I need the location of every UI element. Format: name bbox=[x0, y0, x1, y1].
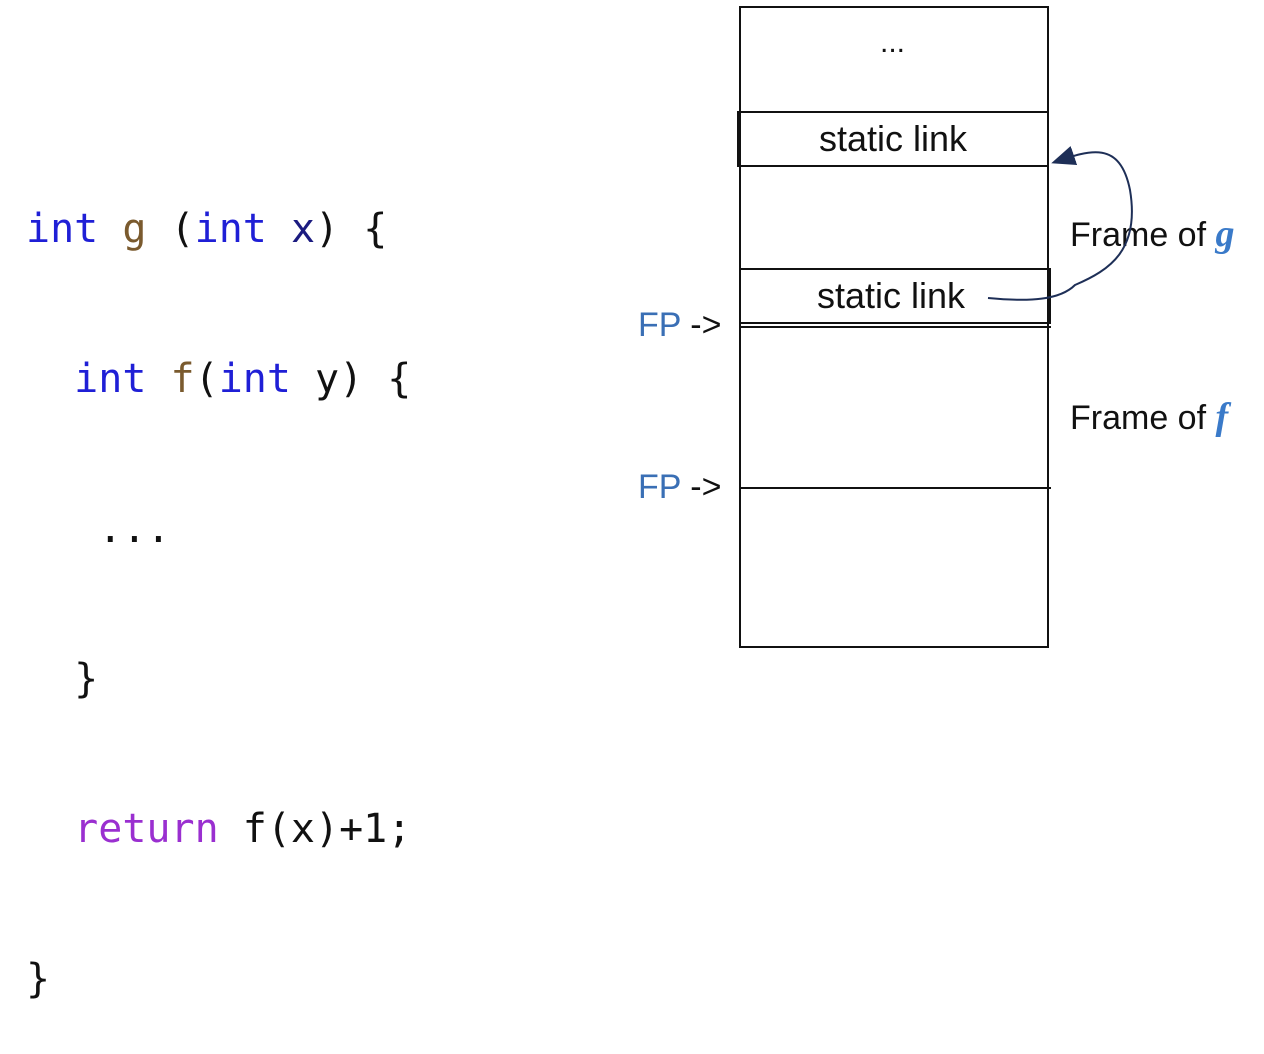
keyword-int: int bbox=[26, 206, 99, 252]
code-line-5: return f(x)+1; bbox=[26, 804, 411, 854]
stack-top-ellipsis: ... bbox=[880, 26, 906, 59]
frame-pointer-label-1: FP -> bbox=[638, 306, 721, 345]
frame-pointer-label-2: FP -> bbox=[638, 468, 721, 507]
code-punct: ( bbox=[146, 206, 195, 252]
code-punct: ) { bbox=[315, 206, 388, 252]
static-link-cell-f: static link bbox=[739, 268, 1051, 324]
static-link-cell-g: static link bbox=[737, 111, 1049, 167]
keyword-int: int bbox=[194, 206, 267, 252]
frame-label-prefix: Frame of bbox=[1070, 216, 1216, 254]
code-indent bbox=[26, 806, 74, 852]
frame-boundary-line bbox=[739, 326, 1051, 328]
keyword-int: int bbox=[74, 356, 147, 402]
fp-arrow: -> bbox=[680, 306, 722, 344]
frame-label-g: Frame of g bbox=[1070, 212, 1234, 256]
function-name-f: f bbox=[170, 356, 195, 402]
param-x: x bbox=[290, 206, 316, 252]
code-line-3: ... bbox=[26, 506, 171, 552]
code-punct: ( bbox=[194, 356, 219, 402]
fp-arrow: -> bbox=[680, 468, 722, 506]
code-line-1: int g (int x) { bbox=[26, 204, 411, 254]
frame-name-f: f bbox=[1215, 396, 1229, 438]
return-expression: f(x)+1; bbox=[218, 806, 412, 852]
fp-word: FP bbox=[638, 468, 681, 506]
frame-label-f: Frame of f bbox=[1070, 395, 1228, 439]
frame-name-g: g bbox=[1215, 213, 1235, 255]
fp-word: FP bbox=[638, 306, 681, 344]
static-link-arrow bbox=[987, 146, 1133, 301]
frame-boundary-line bbox=[739, 487, 1051, 489]
param-y: y bbox=[315, 356, 340, 402]
static-link-label: static link bbox=[818, 118, 968, 159]
code-line-4: } bbox=[26, 656, 99, 702]
keyword-int: int bbox=[218, 356, 291, 402]
code-line-6: } bbox=[26, 956, 51, 1002]
frame-label-prefix: Frame of bbox=[1070, 399, 1216, 437]
static-link-label: static link bbox=[816, 275, 966, 316]
keyword-return: return bbox=[74, 806, 219, 852]
function-name-g: g bbox=[122, 206, 147, 252]
static-link-arrow-path bbox=[987, 146, 1133, 301]
code-line-2: int f(int y) { bbox=[26, 354, 411, 404]
code-punct: ) { bbox=[339, 356, 412, 402]
